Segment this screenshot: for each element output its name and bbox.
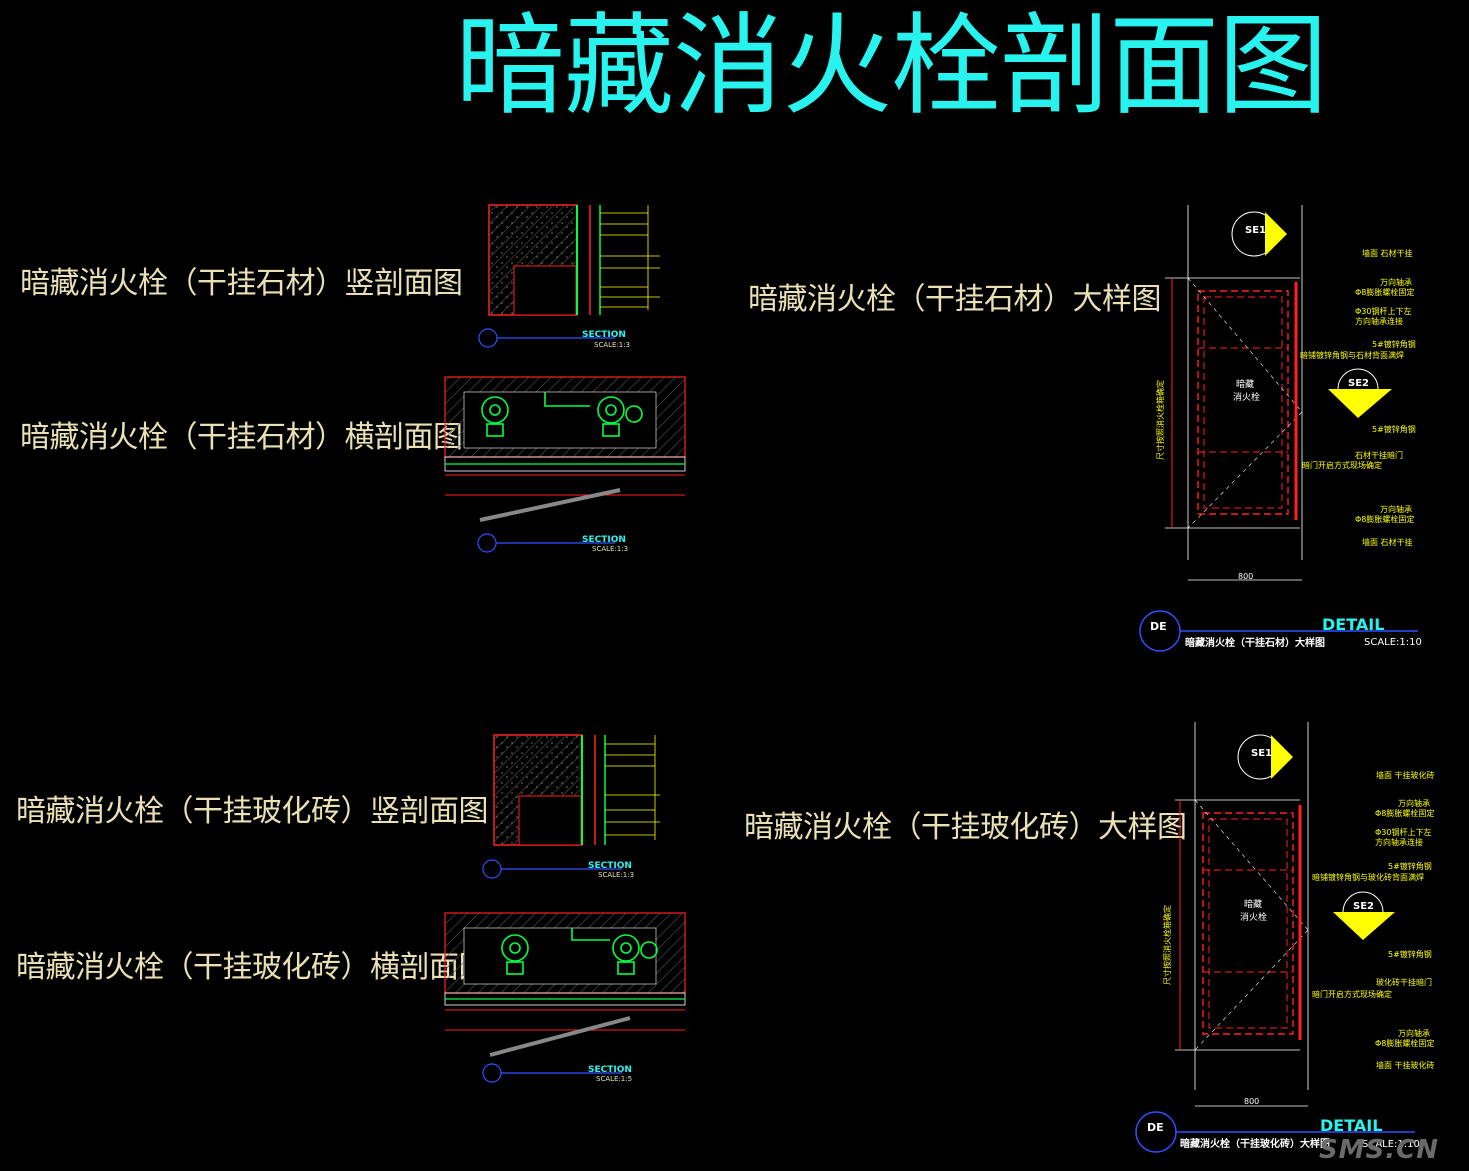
stone-vertical-section: SECTION SCALE:1:3 xyxy=(478,204,660,349)
center-label-1: 暗藏 xyxy=(1236,378,1254,390)
note: Φ8膨胀螺栓固定 xyxy=(1355,514,1414,524)
note: 石材干挂暗门 xyxy=(1355,450,1403,460)
note: Φ30钢杆上下左 xyxy=(1355,306,1411,316)
stone-horizontal-section: SECTION SCALE:1:3 xyxy=(444,376,686,553)
note: 5#镀锌角钢 xyxy=(1388,949,1432,959)
se1-tag: SE1 xyxy=(1251,748,1272,759)
note: 墙面 干挂玻化砖 xyxy=(1376,770,1435,780)
label-stone-detail: 暗藏消火栓（干挂石材）大样图 xyxy=(748,282,1162,317)
tile-detail: 暗藏 消火栓 SE1 SE2 800 尺寸按照消火栓箱确定 墙面 干挂玻化砖 万… xyxy=(1135,722,1435,1153)
note: 5#镀锌角钢 xyxy=(1388,861,1432,871)
scale-text: SCALE:1:10 xyxy=(1362,1139,1420,1150)
note: 墙面 干挂玻化砖 xyxy=(1376,1060,1435,1070)
de-tag: DE xyxy=(1147,1121,1164,1134)
note: 万向轴承 xyxy=(1398,1028,1430,1038)
tile-horizontal-section: SECTION SCALE:1:5 xyxy=(444,912,686,1083)
side-dim: 尺寸按照消火栓箱确定 xyxy=(1155,380,1165,460)
label-stone-horizontal-section: 暗藏消火栓（干挂石材）横剖面图 xyxy=(20,420,463,455)
section-tag: SECTION xyxy=(588,1065,632,1075)
label-tile-vertical-section: 暗藏消火栓（干挂玻化砖）竖剖面图 xyxy=(16,794,489,829)
se2-tag: SE2 xyxy=(1348,378,1369,389)
note: Φ8膨胀螺栓固定 xyxy=(1355,287,1414,297)
watermark: SMS.CN xyxy=(1318,1135,1439,1165)
se2-tag: SE2 xyxy=(1353,901,1374,912)
note: 5#镀锌角钢 xyxy=(1372,424,1416,434)
scale-text: SCALE:1:10 xyxy=(1364,637,1422,648)
scale-text: SCALE:1:3 xyxy=(594,341,630,349)
se1-tag: SE1 xyxy=(1245,225,1266,236)
scale-text: SCALE:1:3 xyxy=(592,545,628,553)
label-tile-detail: 暗藏消火栓（干挂玻化砖）大样图 xyxy=(744,810,1187,845)
label-tile-horizontal-section: 暗藏消火栓（干挂玻化砖）横剖面图 xyxy=(16,950,489,985)
scale-text: SCALE:1:3 xyxy=(598,871,634,879)
detail-caption: 暗藏消火栓（干挂石材）大样图 xyxy=(1185,636,1325,649)
note: 暗门开启方式现场确定 xyxy=(1312,989,1392,999)
note: 暗铺镀锌角钢与玻化砖背面满焊 xyxy=(1312,872,1424,882)
note: 玻化砖干挂暗门 xyxy=(1376,977,1432,987)
page-title: 暗藏消火栓剖面图 xyxy=(455,2,1328,130)
note: 暗铺镀锌角钢与石材背面满焊 xyxy=(1300,350,1404,360)
detail-caption: 暗藏消火栓（干挂玻化砖）大样图 xyxy=(1180,1137,1330,1150)
note: 方向轴承连接 xyxy=(1375,837,1423,847)
note: Φ30钢杆上下左 xyxy=(1375,827,1431,837)
label-stone-vertical-section: 暗藏消火栓（干挂石材）竖剖面图 xyxy=(20,266,463,301)
side-dim: 尺寸按照消火栓箱确定 xyxy=(1162,905,1172,985)
center-label-1: 暗藏 xyxy=(1244,898,1262,910)
section-tag: SECTION xyxy=(582,330,626,340)
note: 5#镀锌角钢 xyxy=(1372,339,1416,349)
note: 万向轴承 xyxy=(1398,798,1430,808)
detail-tag: DETAIL xyxy=(1322,615,1384,634)
note: 暗门开启方式现场确定 xyxy=(1302,460,1382,470)
scale-text: SCALE:1:5 xyxy=(596,1075,632,1083)
note: 墙面 石材干挂 xyxy=(1362,248,1413,258)
center-label-2: 消火栓 xyxy=(1233,391,1260,403)
note: Φ8膨胀螺栓固定 xyxy=(1375,808,1434,818)
detail-tag: DETAIL xyxy=(1320,1116,1382,1135)
stone-detail: 暗藏 消火栓 SE1 SE2 800 尺寸按照消火栓箱确定 墙面 石材干挂 万向… xyxy=(1139,205,1422,652)
center-label-2: 消火栓 xyxy=(1240,911,1267,923)
note: 万向轴承 xyxy=(1380,277,1412,287)
tile-vertical-section: SECTION SCALE:1:3 xyxy=(482,734,660,879)
note: 万向轴承 xyxy=(1380,504,1412,514)
note: 墙面 石材干挂 xyxy=(1362,537,1413,547)
dim-800: 800 xyxy=(1238,572,1253,581)
section-tag: SECTION xyxy=(588,861,632,871)
note: 方向轴承连接 xyxy=(1355,316,1403,326)
de-tag: DE xyxy=(1150,620,1167,633)
dim-800: 800 xyxy=(1244,1097,1259,1106)
section-tag: SECTION xyxy=(582,535,626,545)
note: Φ8膨胀螺栓固定 xyxy=(1375,1038,1434,1048)
